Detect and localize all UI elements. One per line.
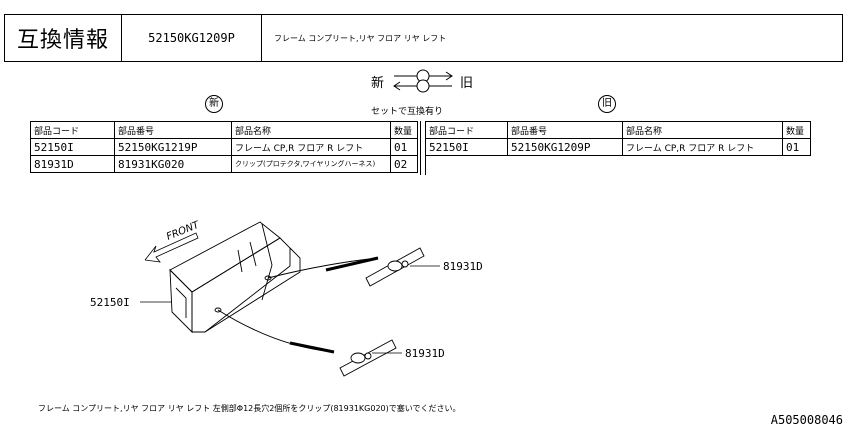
quantity-cell: 01 bbox=[390, 138, 418, 156]
old-marker: 旧 bbox=[598, 95, 616, 113]
column-header: 数量 bbox=[390, 121, 418, 139]
footer-note: フレーム コンプリート,リヤ フロア リヤ レフト 左側部Φ12長穴2個所をクリ… bbox=[38, 404, 461, 413]
clip-lower-icon bbox=[339, 339, 397, 377]
rear-floor-frame bbox=[169, 221, 301, 334]
quantity-cell: 02 bbox=[390, 155, 418, 173]
column-header: 部品コード bbox=[30, 121, 115, 139]
column-header: 数量 bbox=[782, 121, 811, 139]
clip-upper-icon bbox=[365, 247, 425, 287]
part-code-cell: 52150I bbox=[30, 138, 115, 156]
old-parts-table: 部品コード 部品番号 部品名称 数量 52150I 52150KG1209P フ… bbox=[425, 121, 811, 156]
new-parts-table: 部品コード 部品番号 部品名称 数量 52150I 52150KG1219P フ… bbox=[30, 121, 418, 173]
callout-clip-lower: 81931D bbox=[405, 347, 445, 360]
diagram-id: A505008046 bbox=[770, 413, 843, 427]
part-name-cell: フレーム CP,R フロア R レフト bbox=[231, 138, 391, 156]
part-name-cell: フレーム CP,R フロア R レフト bbox=[622, 138, 783, 156]
legend-new-label: 新 bbox=[371, 76, 385, 91]
parts-diagram: FRONT bbox=[140, 219, 440, 377]
column-header: 部品名称 bbox=[622, 121, 783, 139]
quantity-cell: 01 bbox=[782, 138, 811, 156]
table-row: 52150I 52150KG1209P フレーム CP,R フロア R レフト … bbox=[425, 138, 811, 156]
part-code-cell: 52150I bbox=[425, 138, 508, 156]
table-row: 52150I 52150KG1219P フレーム CP,R フロア R レフト … bbox=[30, 138, 418, 156]
header-part-number: 52150KG1209P bbox=[122, 15, 262, 61]
callout-frame: 52150I bbox=[90, 296, 130, 309]
new-marker: 新 bbox=[205, 95, 223, 113]
table-header-row: 部品コード 部品番号 部品名称 数量 bbox=[425, 121, 811, 139]
legend-old-label: 旧 bbox=[460, 76, 474, 91]
column-header: 部品番号 bbox=[507, 121, 623, 139]
table-row: 81931D 81931KG020 クリップ(プロテクタ,ワイヤリングハーネス)… bbox=[30, 155, 418, 173]
table-header-row: 部品コード 部品番号 部品名称 数量 bbox=[30, 121, 418, 139]
header-part-name: フレーム コンプリート,リヤ フロア リヤ レフト bbox=[274, 33, 447, 43]
part-number-cell: 52150KG1219P bbox=[114, 138, 232, 156]
callout-clip-upper: 81931D bbox=[443, 260, 483, 273]
part-number-cell: 81931KG020 bbox=[114, 155, 232, 173]
part-number-cell: 52150KG1209P bbox=[507, 138, 623, 156]
column-header: 部品番号 bbox=[114, 121, 232, 139]
column-header: 部品コード bbox=[425, 121, 508, 139]
legend-set-note: セットで互換有り bbox=[371, 107, 444, 117]
header-title: 互換情報 bbox=[5, 15, 122, 61]
legend-exchange-arrows-icon bbox=[393, 69, 453, 93]
front-arrow-icon bbox=[144, 232, 199, 263]
part-name-cell: クリップ(プロテクタ,ワイヤリングハーネス) bbox=[231, 155, 391, 173]
column-header: 部品名称 bbox=[231, 121, 391, 139]
part-code-cell: 81931D bbox=[30, 155, 115, 173]
header-box: 互換情報 52150KG1209P フレーム コンプリート,リヤ フロア リヤ … bbox=[4, 14, 843, 62]
